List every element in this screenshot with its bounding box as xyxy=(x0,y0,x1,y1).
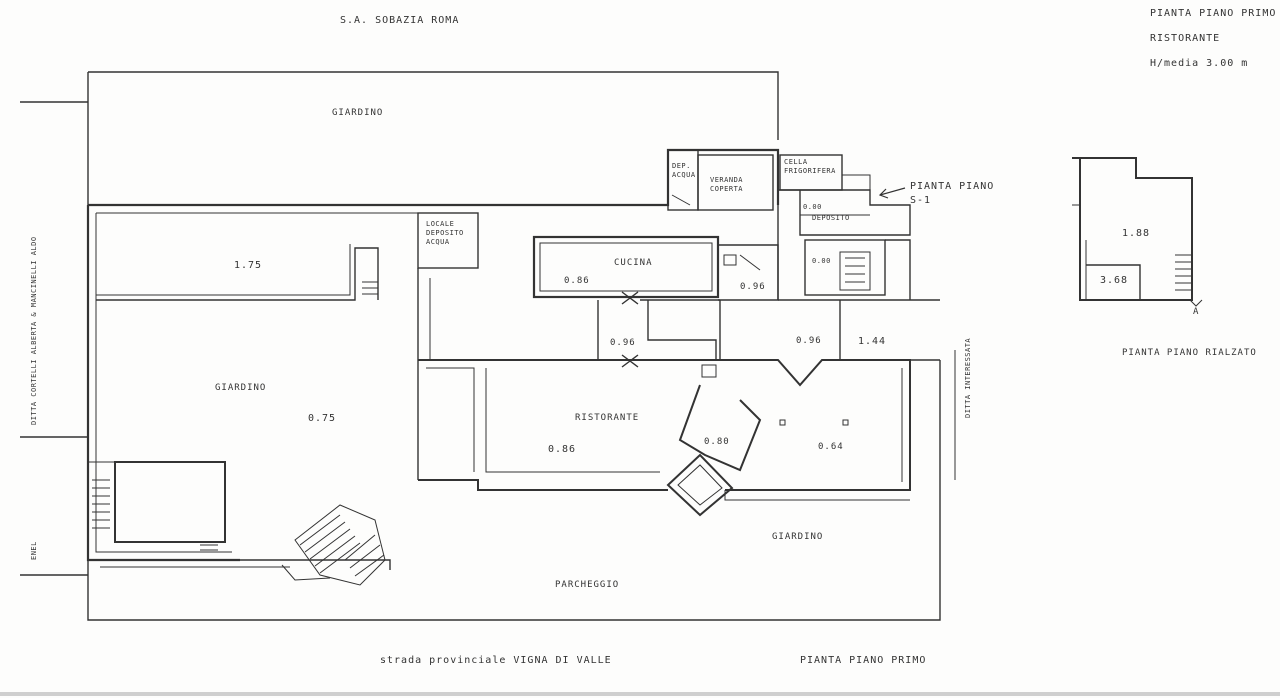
road-top-label: S.A. SOBAZIA ROMA xyxy=(340,15,460,26)
room-cucina xyxy=(532,235,779,301)
external-stair xyxy=(281,504,386,586)
height-label: H/media 3.00 m xyxy=(1150,58,1249,69)
sheet-title: PIANTA PIANO PRIMO xyxy=(1150,8,1277,19)
level-1-44: 1.44 xyxy=(858,336,887,347)
label-deposito: DEPOSITO xyxy=(812,214,850,222)
level-0-80: 0.80 xyxy=(704,437,730,447)
room-upper-left xyxy=(96,244,379,301)
level-0-86-cucina: 0.86 xyxy=(564,276,590,286)
driveway-line xyxy=(100,490,910,570)
level-0-64: 0.64 xyxy=(818,442,844,452)
inset-plan xyxy=(1072,157,1203,307)
road-bottom-label: strada provinciale VIGNA DI VALLE xyxy=(380,655,612,666)
building-outline xyxy=(86,148,780,562)
level-3-68: 3.68 xyxy=(1100,275,1129,286)
level-0-86-ristorante: 0.86 xyxy=(548,444,577,455)
label-parcheggio: PARCHEGGIO xyxy=(555,580,620,590)
label-cella: CELLA FRIGORIFERA xyxy=(784,158,836,175)
level-0-96-b: 0.96 xyxy=(610,338,636,348)
arrow-piano-s1 xyxy=(878,187,906,199)
label-pianta-s1: PIANTA PIANO S-1 xyxy=(910,181,995,206)
room-veranda xyxy=(667,149,843,211)
label-ristorante: RISTORANTE xyxy=(575,413,640,423)
room-lower-left xyxy=(88,461,290,561)
level-0-00-b: 0.00 xyxy=(812,257,831,265)
right-neighbor-label: DITTA INTERESSATA xyxy=(964,337,972,418)
level-1-75: 1.75 xyxy=(234,260,263,271)
use-label: RISTORANTE xyxy=(1150,33,1221,44)
level-0-75: 0.75 xyxy=(308,413,337,424)
room-deposito xyxy=(777,174,911,300)
label-giardino-bottom: GIARDINO xyxy=(772,532,824,542)
label-giardino-top: GIARDINO xyxy=(332,108,384,118)
level-1-88: 1.88 xyxy=(1122,228,1151,239)
level-0-00-a: 0.00 xyxy=(803,203,822,211)
corridor-service xyxy=(597,291,910,368)
room-ristorante xyxy=(418,359,911,517)
level-0-96-c: 0.96 xyxy=(796,336,822,346)
left-neighbor-label: DITTA CORTELLI ALBERTA & MANCINELLI ALDO xyxy=(30,236,38,425)
inset-caption: PIANTA PIANO RIALZATO xyxy=(1122,348,1257,358)
label-veranda: VERANDA COPERTA xyxy=(710,176,744,193)
level-0-96-a: 0.96 xyxy=(740,282,766,292)
inset-mark: A xyxy=(1193,307,1200,317)
enel-label: ENEL xyxy=(30,541,38,560)
label-dep-acqua: DEP. ACQUA xyxy=(672,162,696,179)
room-stairs-right xyxy=(804,239,911,300)
label-cucina: CUCINA xyxy=(614,258,653,268)
label-giardino-left: GIARDINO xyxy=(215,383,267,393)
room-locale-deposito xyxy=(417,212,479,480)
sheet-bottom-label: PIANTA PIANO PRIMO xyxy=(800,655,927,666)
label-locale: LOCALE DEPOSITO ACQUA xyxy=(426,220,464,246)
